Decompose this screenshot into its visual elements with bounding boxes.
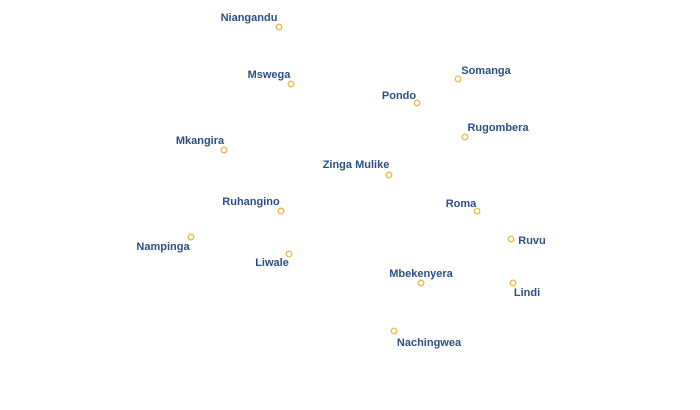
place-label-mbekenyera[interactable]: Mbekenyera bbox=[388, 267, 455, 282]
place-label-somanga[interactable]: Somanga bbox=[460, 64, 513, 79]
place-label-mswega[interactable]: Mswega bbox=[246, 68, 293, 83]
place-marker-mswega[interactable] bbox=[287, 80, 295, 88]
place-label-nampinga[interactable]: Nampinga bbox=[135, 240, 192, 255]
place-marker-liwale[interactable] bbox=[285, 250, 293, 258]
place-marker-nachingwea[interactable] bbox=[390, 327, 398, 335]
place-marker-mbekenyera[interactable] bbox=[417, 279, 425, 287]
place-marker-lindi[interactable] bbox=[509, 279, 517, 287]
place-marker-ruvu[interactable] bbox=[507, 235, 515, 243]
place-marker-ruhangino[interactable] bbox=[277, 207, 285, 215]
place-marker-pondo[interactable] bbox=[413, 99, 421, 107]
place-label-niangandu[interactable]: Niangandu bbox=[219, 11, 279, 26]
place-label-pondo[interactable]: Pondo bbox=[380, 89, 417, 104]
place-marker-niangandu[interactable] bbox=[275, 23, 283, 31]
place-marker-nampinga[interactable] bbox=[187, 233, 195, 241]
place-label-nachingwea[interactable]: Nachingwea bbox=[395, 336, 463, 351]
place-label-ruhangino[interactable]: Ruhangino bbox=[221, 195, 282, 210]
place-marker-somanga[interactable] bbox=[454, 75, 462, 83]
place-label-mkangira[interactable]: Mkangira bbox=[174, 134, 226, 149]
place-label-rugombera[interactable]: Rugombera bbox=[466, 121, 531, 136]
place-marker-rugombera[interactable] bbox=[461, 133, 469, 141]
place-label-zinga-mulike[interactable]: Zinga Mulike bbox=[321, 158, 391, 173]
place-marker-zinga-mulike[interactable] bbox=[385, 171, 393, 179]
place-label-liwale[interactable]: Liwale bbox=[254, 256, 291, 271]
place-label-lindi[interactable]: Lindi bbox=[512, 286, 541, 301]
place-label-ruvu[interactable]: Ruvu bbox=[517, 234, 548, 249]
place-label-roma[interactable]: Roma bbox=[444, 197, 478, 212]
place-marker-mkangira[interactable] bbox=[220, 146, 228, 154]
place-marker-roma[interactable] bbox=[473, 207, 481, 215]
